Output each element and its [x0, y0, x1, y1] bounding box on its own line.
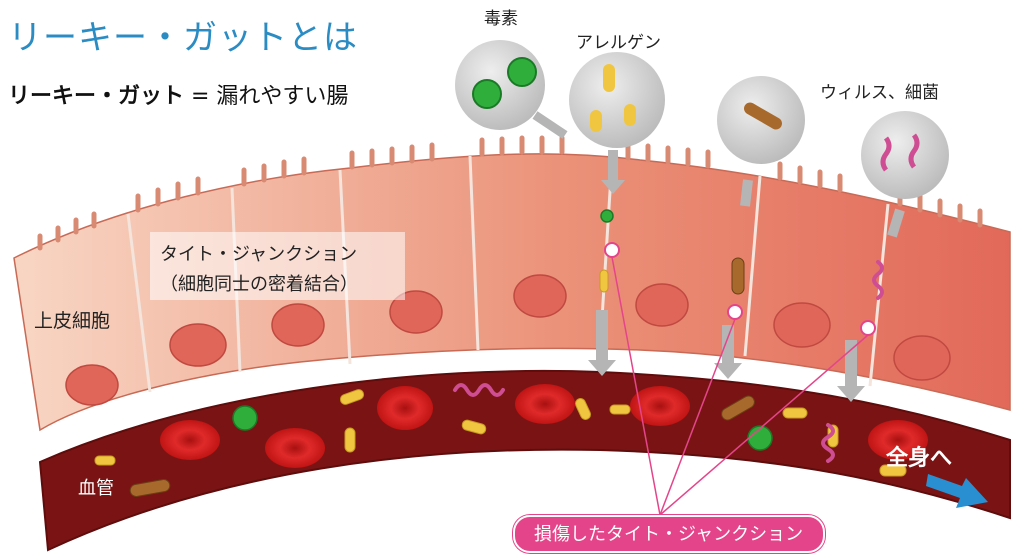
allergen-particles [94, 269, 907, 477]
damaged-junction-markers [604, 242, 876, 336]
virus-bubble [861, 111, 949, 238]
label-tight-junction-desc: （細胞同士の密着結合） [160, 274, 358, 295]
page-title: リーキー・ガットとは [8, 18, 358, 58]
label-allergen: アレルゲン [576, 33, 661, 53]
epithelial-cells [13, 135, 1011, 432]
damaged-junction-pill [513, 515, 825, 553]
label-tight-junction: タイト・ジャンクション [160, 244, 358, 265]
leader-lines [611, 256, 869, 516]
label-epithelial-cell: 上皮細胞 [34, 310, 111, 332]
to-body-arrow [926, 474, 988, 508]
blood-vessel [38, 369, 1011, 552]
tight-junction-label-box [150, 232, 405, 300]
subtitle-term: リーキー・ガット [8, 84, 185, 109]
label-damaged-tight-junction: 損傷したタイト・ジャンクション [534, 524, 804, 545]
subtitle-definition: = 漏れやすい腸 [184, 84, 349, 109]
nuclei [65, 274, 951, 406]
label-virus-bacteria: ウィルス、細菌 [820, 83, 939, 103]
toxin-bubble [455, 40, 568, 139]
entry-arrows [588, 150, 865, 402]
virus-spirals [453, 260, 884, 463]
label-blood-vessel: 血管 [78, 478, 114, 499]
red-blood-cells [160, 384, 928, 468]
bacteria-particles [129, 257, 755, 497]
bacteria-bubble [717, 76, 805, 207]
subtitle: リーキー・ガット = 漏れやすい腸 [8, 78, 348, 110]
label-toxin: 毒素 [484, 9, 518, 29]
microvilli [37, 135, 983, 251]
label-to-whole-body: 全身へ [886, 446, 953, 471]
allergen-bubble [569, 52, 665, 148]
